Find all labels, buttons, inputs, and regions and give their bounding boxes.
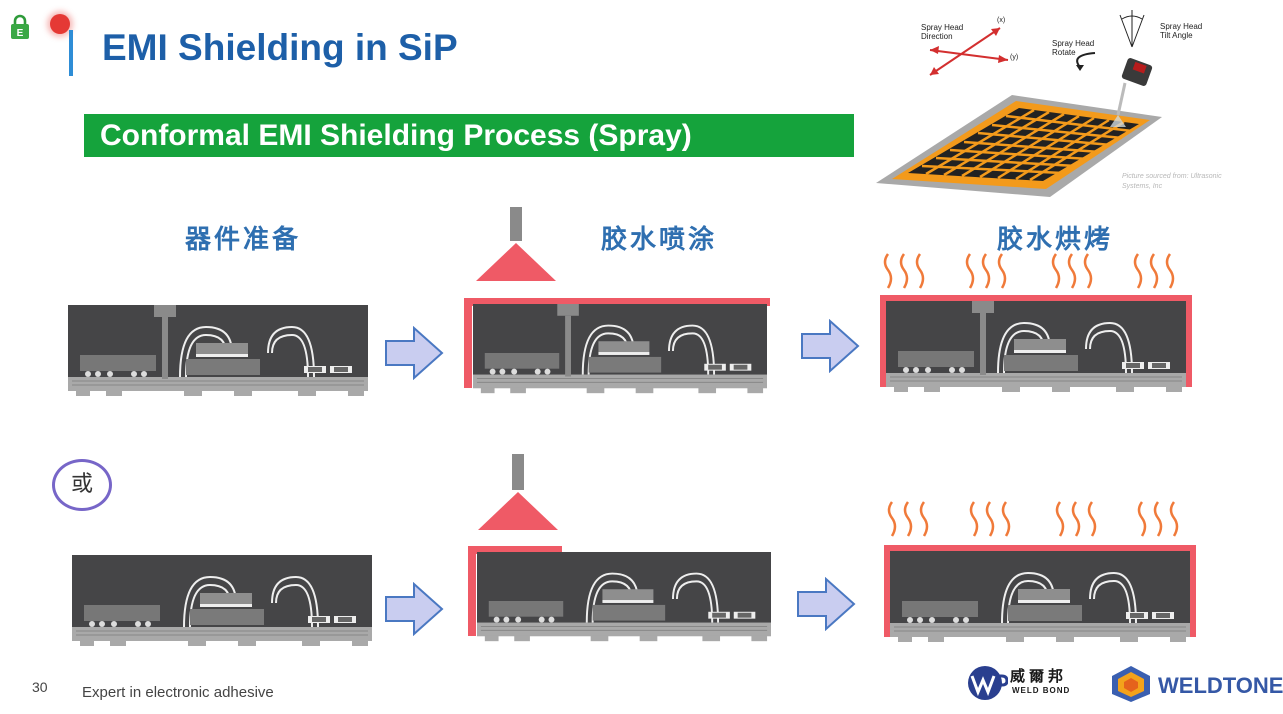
- process-arrow-3: [384, 582, 444, 636]
- spray-tilt-label: Spray Head Tilt Angle: [1160, 22, 1203, 40]
- step-title-bake: 胶水烘烤: [997, 225, 1114, 255]
- step-title-spray: 胶水喷涂: [601, 225, 718, 255]
- title-accent-bar: [69, 30, 73, 76]
- footer-tagline: Expert in electronic adhesive: [82, 684, 274, 701]
- image-credit: Picture sourced from: Ultrasonic Systems…: [1122, 173, 1222, 190]
- heat-waves-row1: [880, 252, 1190, 294]
- svg-text:E: E: [17, 28, 24, 39]
- weldbond-logo-icon: [968, 666, 1008, 700]
- process-arrow-2: [800, 319, 860, 373]
- axis-x-label: (x): [997, 17, 1006, 24]
- lock-icon: E: [11, 14, 29, 39]
- axis-y-label: (y): [1010, 54, 1019, 61]
- process-banner: Conformal EMI Shielding Process (Spray): [84, 114, 854, 157]
- package-prepare-row2: [72, 555, 372, 655]
- package-prepare-row1: [68, 305, 368, 405]
- package-spray-row2: [468, 546, 774, 650]
- weldtone-name: WELDTONE: [1158, 673, 1283, 698]
- spray-direction-label: Spray Head Direction: [921, 23, 964, 41]
- package-baked-row2: [884, 545, 1196, 651]
- weldtone-logo-icon: [1112, 666, 1150, 702]
- spray-nozzle-row1: [476, 207, 556, 281]
- package-baked-row1: [880, 295, 1192, 401]
- banner-text: Conformal EMI Shielding Process (Spray): [100, 119, 692, 152]
- spray-panel-image: [876, 10, 1162, 197]
- spray-rotate-label: Spray Head Rotate: [1052, 39, 1095, 57]
- process-arrow-4: [796, 577, 856, 631]
- page-title: EMI Shielding in SiP: [102, 27, 458, 68]
- weldbond-en-name: WELD BOND: [1012, 686, 1071, 695]
- spray-nozzle-row2: [478, 454, 558, 530]
- heat-waves-row2: [884, 500, 1194, 542]
- weldbond-cn-name: 威爾邦: [1010, 667, 1068, 685]
- process-arrow-1: [384, 326, 444, 380]
- package-spray-row1: [464, 298, 770, 402]
- page-number: 30: [32, 679, 48, 695]
- step-title-prepare: 器件准备: [185, 225, 302, 255]
- record-indicator-icon: [50, 14, 70, 34]
- or-label: 或: [52, 459, 112, 511]
